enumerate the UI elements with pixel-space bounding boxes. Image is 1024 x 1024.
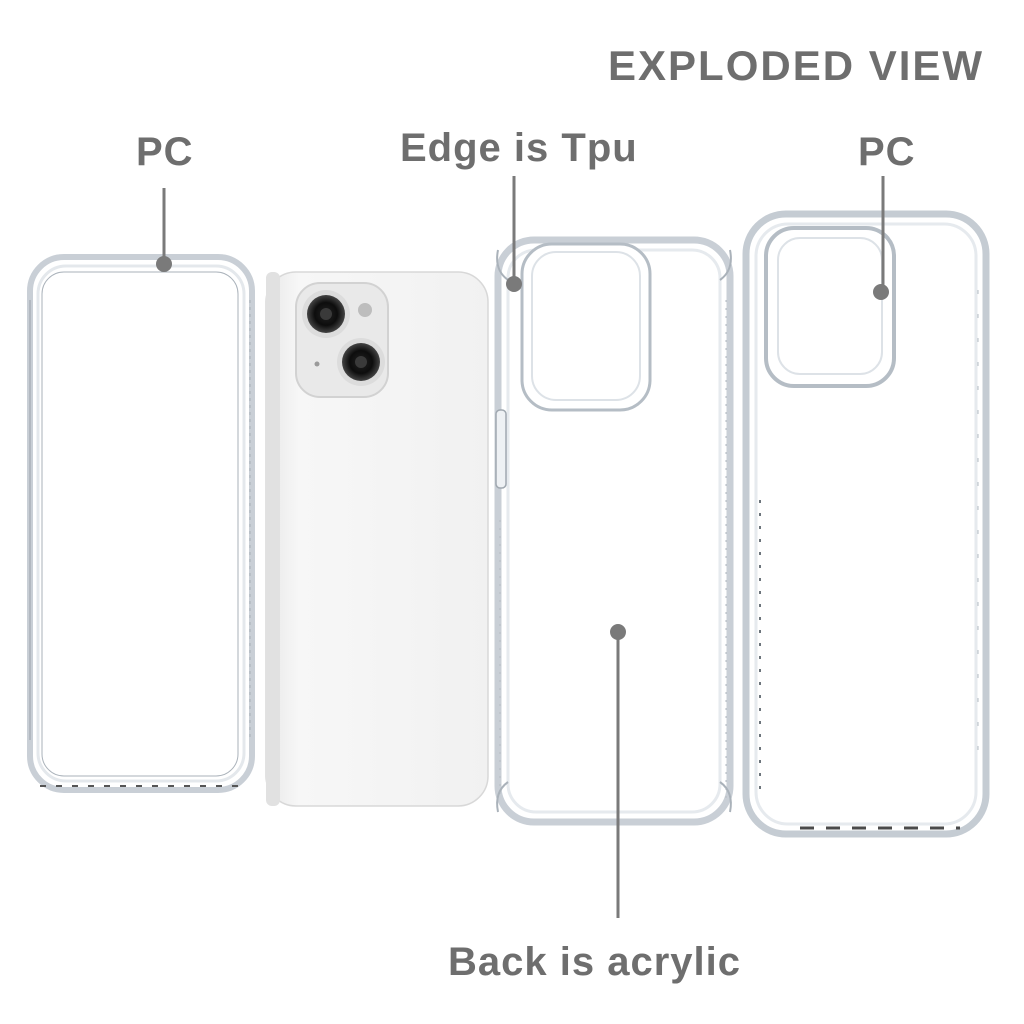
label-pc-front-frame: PC [136,130,194,174]
diagram-title: EXPLODED VIEW [608,42,985,89]
phone-body [265,271,489,807]
tpu-bumper-case [494,236,734,826]
label-edge-tpu: Edge is Tpu [400,126,638,170]
leader-lines [156,176,889,918]
flash-icon [358,303,372,317]
label-pc-back-shell: PC [858,130,916,174]
camera-lens-bottom-icon [337,338,385,386]
camera-lens-top-icon [302,290,350,338]
label-back-acrylic: Back is acrylic [448,940,741,984]
front-pc-frame [27,254,255,793]
back-pc-shell [742,210,990,838]
